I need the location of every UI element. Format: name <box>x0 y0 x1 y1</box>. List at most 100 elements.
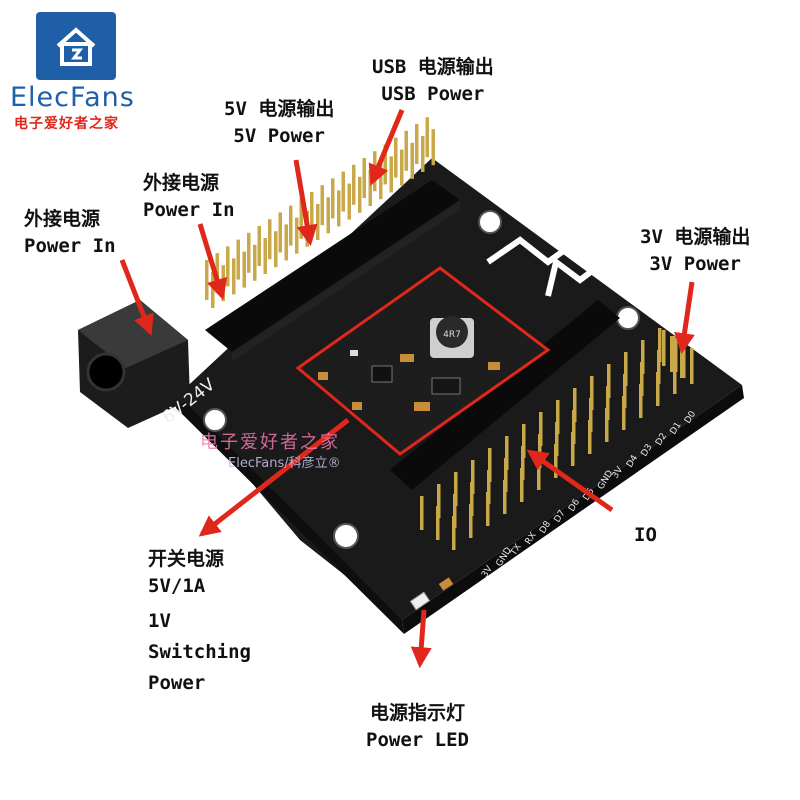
header-pin <box>674 338 678 372</box>
header-pin <box>537 456 541 490</box>
header-pin <box>341 171 345 212</box>
header-pin <box>452 516 456 550</box>
header-pin <box>658 328 662 362</box>
arrow-usb-power <box>368 109 405 186</box>
header-pin <box>503 480 507 514</box>
header-pin <box>623 374 627 408</box>
resistor <box>350 350 358 356</box>
header-pin <box>274 231 278 268</box>
capacitor <box>352 402 362 410</box>
callout-switching-line4: Switching <box>148 641 251 663</box>
header-pin <box>556 400 560 434</box>
female-header-right <box>390 300 620 490</box>
header-pin <box>389 156 393 193</box>
header-pin <box>400 149 404 186</box>
header-pin <box>453 494 457 528</box>
header-pin <box>242 251 246 288</box>
callout-usb-power: USB 电源输出 USB Power <box>372 54 494 108</box>
header-pin <box>590 376 594 410</box>
callout-usb-power-en: USB Power <box>381 83 485 105</box>
header-pin <box>622 396 626 430</box>
resistor <box>438 577 454 591</box>
inductor-mark: 4R7 <box>443 330 461 340</box>
header-pin <box>690 348 694 384</box>
header-pin <box>607 364 611 398</box>
callout-3v-power: 3V 电源输出 3V Power <box>640 224 750 278</box>
header-pins <box>205 117 694 550</box>
callout-ext-power-left-cn: 外接电源 <box>24 208 101 230</box>
arrow-power-led <box>410 609 432 669</box>
header-pin <box>606 386 610 420</box>
header-pin <box>670 336 674 372</box>
header-pin <box>205 260 209 300</box>
header-pin <box>358 176 362 213</box>
header-pin <box>437 484 441 518</box>
header-pin <box>680 342 684 378</box>
capacitor <box>318 372 328 380</box>
header-pin <box>394 137 398 178</box>
header-pin <box>295 217 299 254</box>
antenna-silkscreen <box>486 236 610 297</box>
header-pin <box>486 492 490 526</box>
header-pin <box>539 412 543 446</box>
mounting-hole-icon <box>203 408 227 432</box>
header-pin <box>640 362 644 396</box>
dc-barrel-jack <box>78 300 190 428</box>
header-pin <box>657 350 661 384</box>
header-pin <box>639 384 643 418</box>
callout-ext-power-mid-en: Power In <box>143 199 235 221</box>
header-pin <box>284 224 288 261</box>
header-pin <box>554 444 558 478</box>
header-pin <box>672 336 676 372</box>
header-pin <box>624 352 628 386</box>
header-pin <box>662 330 666 366</box>
arrow-io <box>526 449 614 513</box>
callout-switching-line2: 5V/1A <box>148 575 206 597</box>
header-pin <box>522 424 526 458</box>
callout-power-led-en: Power LED <box>366 729 469 751</box>
callout-3v-power-en: 3V Power <box>649 253 741 275</box>
capacitor <box>488 362 500 370</box>
capacitor <box>414 402 430 411</box>
callout-5v-power-en: 5V Power <box>233 125 325 147</box>
switching-region-highlight <box>295 266 551 456</box>
header-pin <box>682 342 686 378</box>
header-pin <box>326 197 330 234</box>
header-pin <box>331 178 335 219</box>
header-pin <box>253 244 257 281</box>
callout-ext-power-mid-cn: 外接电源 <box>143 172 220 194</box>
header-pin <box>470 482 474 516</box>
header-pin <box>572 410 576 444</box>
callout-switching-line1: 开关电源 <box>148 548 225 570</box>
watermark-line1: 电子爱好者之家 <box>200 432 340 453</box>
header-pin <box>268 219 272 260</box>
header-pin <box>320 185 324 226</box>
header-pin <box>471 460 475 494</box>
callout-ext-power-left: 外接电源 Power In <box>24 206 116 260</box>
callout-power-led: 电源指示灯 Power LED <box>366 700 469 754</box>
header-pin <box>571 432 575 466</box>
header-pin <box>431 129 435 166</box>
header-pin <box>425 117 429 158</box>
header-pin <box>521 446 525 480</box>
header-pin <box>520 468 524 502</box>
header-pin <box>299 198 303 239</box>
watermark-line2: ElecFans/科彦立® <box>228 456 341 471</box>
callout-ext-power-left-en: Power In <box>24 235 116 257</box>
mounting-hole-icon <box>478 210 502 234</box>
callout-arrows <box>119 109 695 669</box>
header-pin <box>316 204 320 240</box>
elecfans-logo-icon <box>36 12 116 80</box>
brand-subtitle: 电子爱好者之家 <box>14 116 119 132</box>
header-pin <box>289 205 293 246</box>
diode <box>431 377 461 395</box>
header-pin <box>352 164 356 205</box>
header-pin <box>362 158 366 198</box>
header-pin <box>236 239 240 280</box>
callout-switching-line5: Power <box>148 672 206 694</box>
header-pin <box>673 360 677 394</box>
header-pin <box>226 246 230 287</box>
header-pin <box>487 470 491 504</box>
arrow-ext-power-left <box>119 259 154 336</box>
header-pin <box>573 388 577 422</box>
